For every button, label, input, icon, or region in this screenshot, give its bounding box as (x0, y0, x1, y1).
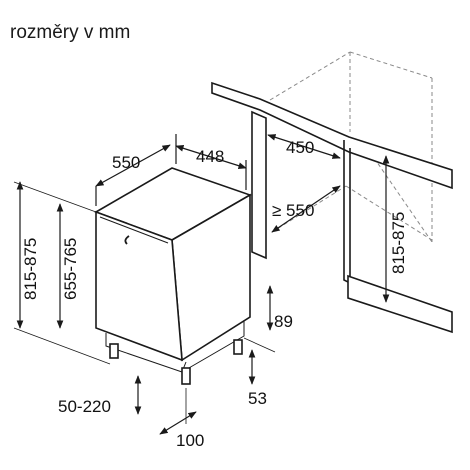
label-plinth-height: 89 (274, 312, 293, 331)
dishwasher-front (95, 210, 183, 362)
diagram-title: rozměry v mm (10, 22, 131, 43)
dimension-lines (13, 134, 390, 435)
label-depth: 550 (112, 153, 140, 172)
door-panel-edge (99, 216, 169, 244)
plinth-back (181, 320, 245, 373)
foot-front-left (109, 343, 119, 359)
left-cabinet-wall (251, 110, 267, 260)
right-plinth (347, 274, 453, 334)
dimension-labels: 550 448 450 ≥ 550 815-875 655-765 815-87… (21, 138, 408, 450)
foot-back-right (233, 339, 243, 355)
label-width: 448 (196, 147, 224, 166)
label-foot-adjust-range: 50-220 (58, 397, 111, 416)
label-niche-height-range: 815-875 (389, 212, 408, 274)
label-plinth-depth: 53 (248, 389, 267, 408)
label-niche-depth: ≥ 550 (272, 201, 314, 220)
plinth-area (105, 333, 187, 373)
right-cabinet-wall (343, 140, 351, 285)
label-height-range: 815-875 (21, 238, 40, 300)
label-niche-width: 450 (286, 138, 314, 157)
dishwasher (94, 167, 252, 385)
foot-front-right (181, 367, 191, 385)
label-foot-offset: 100 (176, 431, 204, 450)
label-door-height-range: 655-765 (61, 238, 80, 300)
door-handle (124, 235, 130, 245)
countertop (211, 81, 453, 190)
